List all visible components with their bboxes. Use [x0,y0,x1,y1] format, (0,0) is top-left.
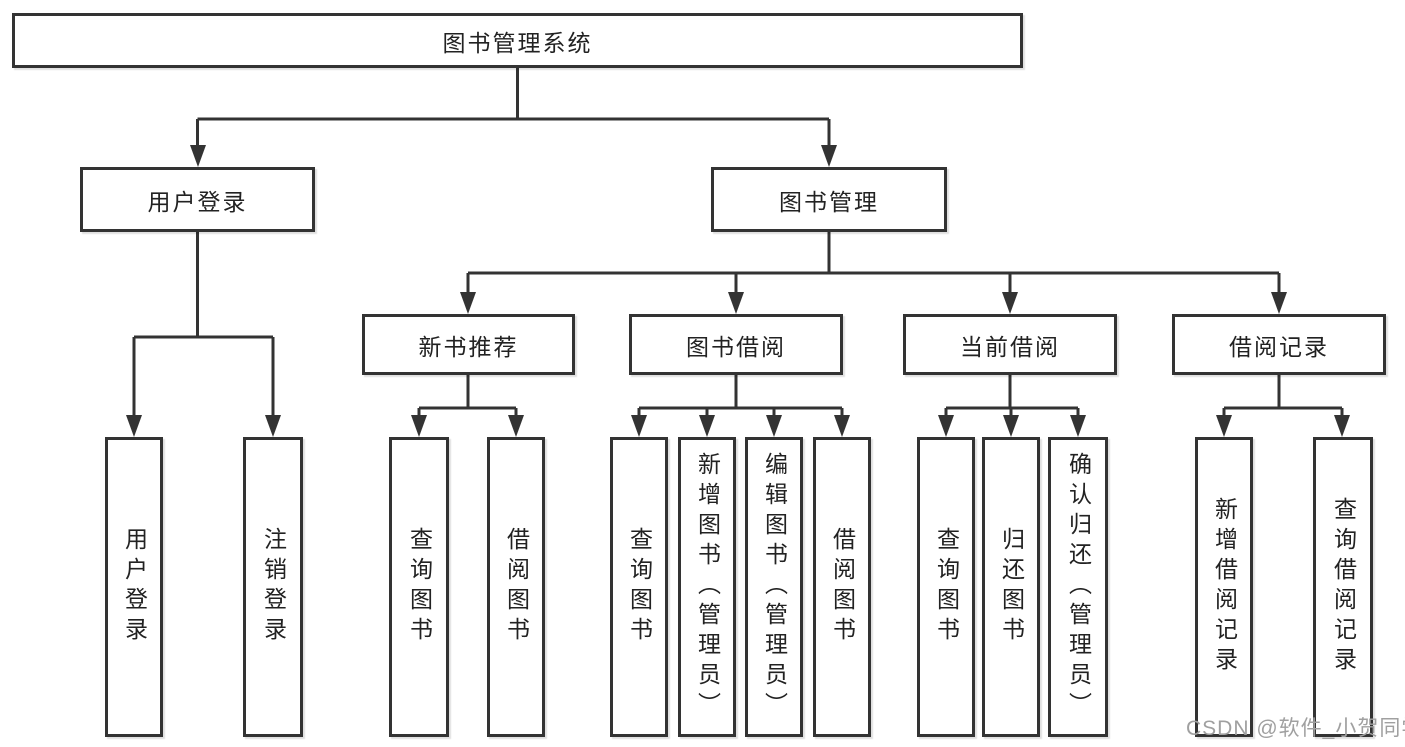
arrow-down-icon [1070,415,1086,437]
leaf-edit-book-admin: 编辑图书（管理员） [745,437,803,737]
arrow-down-icon [265,415,281,437]
leaf-query-books-recommend: 查询图书 [389,437,449,737]
leaf-add-book-admin-label: 新增图书（管理员） [694,452,721,722]
leaf-borrow-books-recommend: 借阅图书 [487,437,545,737]
node-current-borrowing: 当前借阅 [903,314,1117,375]
node-book-borrowing: 图书借阅 [629,314,843,375]
leaf-query-borrow-record: 查询借阅记录 [1313,437,1373,737]
arrow-down-icon [1002,292,1018,314]
leaf-borrow-books-recommend-label: 借阅图书 [503,527,530,647]
node-borrowing-records: 借阅记录 [1172,314,1386,375]
leaf-query-books-current-label: 查询图书 [933,527,960,647]
leaf-confirm-return-admin: 确认归还（管理员） [1048,437,1108,737]
leaf-query-books-borrowing-label: 查询图书 [626,527,653,647]
leaf-borrow-books-borrowing-label: 借阅图书 [829,527,856,647]
connector-currentborrow-to-leaves [944,375,1080,417]
arrow-down-icon [411,415,427,437]
arrow-down-icon [1216,415,1232,437]
leaf-add-borrow-record: 新增借阅记录 [1195,437,1253,737]
node-user-login: 用户登录 [80,167,315,232]
leaf-return-books-label: 归还图书 [998,527,1025,647]
arrow-down-icon [938,415,954,437]
arrow-down-icon [1271,292,1287,314]
leaf-user-login-label: 用户登录 [121,527,148,647]
leaf-query-books-current: 查询图书 [917,437,975,737]
leaf-add-borrow-record-label: 新增借阅记录 [1211,497,1238,677]
watermark-text: CSDN @软件_小贺同学 [1186,717,1405,740]
leaf-return-books: 归还图书 [982,437,1040,737]
arrow-down-icon [460,292,476,314]
leaf-edit-book-admin-label: 编辑图书（管理员） [761,452,788,722]
connector-newbookrec-to-leaves [417,375,518,417]
leaf-query-borrow-record-label: 查询借阅记录 [1330,497,1357,677]
arrow-down-icon [1334,415,1350,437]
leaf-user-login: 用户登录 [105,437,163,737]
arrow-down-icon [190,145,206,167]
leaf-logout-label: 注销登录 [260,527,287,647]
arrow-down-icon [508,415,524,437]
connector-bookmgmt-to-level3 [466,232,1281,294]
node-new-book-recommend: 新书推荐 [362,314,575,375]
connector-root-to-level2 [196,68,831,147]
node-library-system: 图书管理系统 [12,13,1023,68]
arrow-down-icon [126,415,142,437]
arrow-down-icon [834,415,850,437]
leaf-logout: 注销登录 [243,437,303,737]
arrow-down-icon [766,415,782,437]
leaf-add-book-admin: 新增图书（管理员） [678,437,736,737]
connector-userlogin-to-leaves [132,232,275,417]
leaf-query-books-recommend-label: 查询图书 [406,527,433,647]
connector-borrowrecords-to-leaves [1222,375,1344,417]
arrow-down-icon [1003,415,1019,437]
arrow-down-icon [699,415,715,437]
leaf-query-books-borrowing: 查询图书 [610,437,668,737]
arrow-down-icon [821,145,837,167]
connector-bookborrow-to-leaves [637,375,844,417]
arrow-down-icon [728,292,744,314]
arrow-down-icon [631,415,647,437]
leaf-borrow-books-borrowing: 借阅图书 [813,437,871,737]
leaf-confirm-return-admin-label: 确认归还（管理员） [1065,452,1092,722]
node-book-management: 图书管理 [711,167,947,232]
